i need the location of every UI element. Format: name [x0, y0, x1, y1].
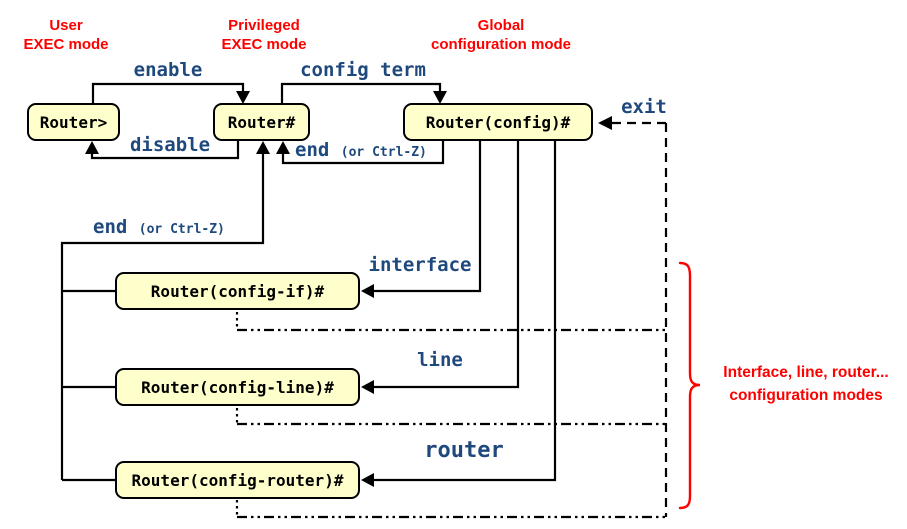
command-end-subconfig-alt: (or Ctrl-Z): [138, 222, 225, 237]
label-user-exec-mode-line1: User: [49, 17, 83, 34]
enable-arrowhead-down-icon: [236, 91, 250, 104]
end-global-arrowhead-up-icon: [276, 141, 290, 154]
label-privileged-exec-mode: Privileged EXEC mode: [199, 16, 329, 54]
router-arrow-line: [373, 140, 557, 482]
command-end-global-alt: (or Ctrl-Z): [340, 145, 427, 160]
command-end-subconfig: end (or Ctrl-Z): [93, 217, 248, 240]
label-global-config-mode: Global configuration mode: [406, 16, 596, 54]
command-router: router: [424, 438, 504, 463]
command-end-subconfig-main: end: [93, 216, 128, 238]
command-end-global: end (or Ctrl-Z): [295, 140, 450, 163]
label-sub-config-modes-line1: Interface, line, router...: [723, 364, 889, 381]
command-disable: disable: [129, 134, 211, 156]
label-user-exec-mode-line2: EXEC mode: [23, 36, 109, 53]
node-line-config: Router(config-line)#: [115, 368, 360, 406]
disable-arrow-line: [90, 140, 240, 160]
label-global-config-mode-line1: Global: [477, 17, 525, 34]
node-privileged-exec: Router#: [213, 103, 310, 141]
command-end-global-main: end: [295, 139, 330, 161]
line-arrow-line: [373, 140, 520, 389]
line-arrowhead-left-icon: [361, 380, 374, 394]
config-term-arrowhead-down-icon: [433, 91, 447, 104]
label-global-config-mode-line2: configuration mode: [431, 36, 571, 53]
curly-brace-icon: [678, 261, 701, 510]
router-arrowhead-left-icon: [361, 473, 374, 487]
exit-arrowhead-left-icon: [598, 116, 612, 130]
end-global-arrow-line: [281, 140, 445, 165]
end-subconfig-arrow-line: [60, 154, 265, 482]
node-user-exec: Router>: [27, 103, 120, 141]
interface-arrowhead-left-icon: [361, 284, 374, 298]
label-privileged-exec-mode-line1: Privileged: [228, 17, 300, 34]
node-global-config: Router(config)#: [403, 103, 593, 141]
label-sub-config-modes-line2: configuration modes: [729, 387, 883, 404]
command-enable: enable: [133, 59, 203, 81]
interface-arrow-line: [373, 140, 482, 293]
label-privileged-exec-mode-line2: EXEC mode: [221, 36, 307, 53]
command-exit: exit: [621, 96, 667, 118]
command-config-term: config term: [300, 59, 426, 81]
exit-dashed-line: [612, 121, 668, 517]
disable-arrowhead-up-icon: [85, 141, 99, 154]
node-interface-config: Router(config-if)#: [115, 272, 360, 310]
label-user-exec-mode: User EXEC mode: [6, 16, 126, 54]
label-sub-config-modes: Interface, line, router... configuration…: [705, 361, 907, 407]
node-router-config: Router(config-router)#: [115, 461, 360, 499]
command-line: line: [417, 349, 463, 371]
config-term-arrow-line: [280, 82, 442, 104]
end-subconfig-arrowhead-up-icon: [256, 141, 270, 154]
enable-arrow-line: [91, 82, 245, 104]
command-interface: interface: [368, 254, 472, 276]
